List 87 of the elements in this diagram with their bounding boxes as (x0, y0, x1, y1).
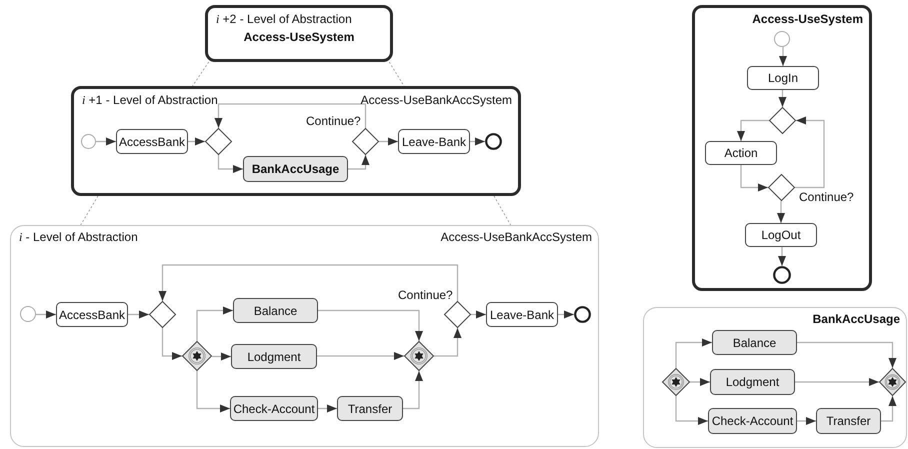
start-event-circle (774, 31, 790, 47)
connector-arrow (188, 138, 205, 146)
decision-label: Continue? (398, 288, 453, 302)
connector-arrow (403, 371, 423, 410)
decision-label: Continue? (306, 114, 361, 128)
zoom-guide-line (192, 62, 210, 86)
connector-arrow (675, 338, 712, 368)
panel-title: Access-UseSystem (752, 12, 863, 26)
end-event-circle (773, 266, 791, 284)
zoom-guide-line (494, 196, 512, 226)
activity-box: Check-Account (230, 396, 318, 421)
activity-box: Balance (233, 298, 318, 323)
level-panel (71, 86, 521, 196)
activity-box: Action (705, 141, 777, 165)
decision-diamond (352, 128, 379, 155)
activity-box: Leave-Bank (398, 129, 470, 154)
decision-diamond (205, 128, 232, 155)
panel-title: BankAccUsage (812, 312, 900, 326)
connector-arrow (779, 47, 787, 66)
connector-arrow (196, 306, 233, 341)
activity-box: LogIn (747, 66, 819, 90)
decision-diamond (149, 301, 176, 328)
connector-arrow (162, 328, 182, 360)
end-event-circle (574, 306, 591, 323)
connector-arrow (379, 138, 398, 146)
connector-arrow (212, 352, 231, 360)
panel-title: Access-UseSystem (242, 30, 356, 44)
connector-arrow (158, 264, 458, 301)
start-event-circle (81, 134, 96, 149)
connector-arrow (690, 378, 710, 386)
activity-box: AccessBank (56, 302, 128, 327)
decision-diamond (769, 107, 796, 134)
gateway-diamond (879, 368, 906, 396)
activity-box: Transfer (816, 408, 881, 434)
connector-arrow (795, 116, 825, 188)
activity-box: Leave-Bank (486, 302, 558, 327)
activity-box: LogOut (745, 223, 817, 247)
zoom-guide-line (80, 196, 98, 226)
activity-box: Check-Account (708, 408, 797, 434)
connector-arrow (558, 310, 574, 318)
decision-diamond (768, 174, 795, 201)
panel-heading: i +2 - Level of Abstraction (216, 12, 352, 27)
level-panel (205, 5, 393, 62)
connector-arrow (317, 352, 404, 360)
connector-arrow (470, 138, 485, 146)
connector-arrow (778, 247, 786, 266)
connector-arrow (128, 310, 149, 318)
connector-arrow (740, 165, 768, 192)
connector-arrow (675, 396, 708, 425)
level-panel (692, 5, 872, 291)
connector-arrow (778, 90, 786, 107)
connector-arrow (797, 342, 896, 368)
connector-arrow (196, 371, 230, 412)
connector-arrow (795, 378, 879, 386)
decision-diamond (444, 301, 471, 328)
connector-arrow (96, 138, 116, 146)
level-panel (643, 307, 907, 448)
connector-arrow (318, 404, 337, 412)
activity-box: AccessBank (116, 129, 188, 154)
connector-arrow (737, 120, 769, 141)
panel-heading: Access-UseBankAccSystem (440, 230, 592, 244)
gateway-diamond (182, 341, 212, 371)
panel-heading: i +1 - Level of Abstraction (82, 93, 218, 108)
level-panel (10, 225, 599, 447)
start-event-circle (20, 306, 36, 322)
gateway-diamond (662, 368, 690, 396)
activity-box: Transfer (337, 396, 403, 421)
connector-arrow (797, 417, 816, 425)
panel-heading: Access-UseBankAccSystem (360, 93, 512, 107)
activity-box: Balance (712, 330, 797, 355)
connector-arrow (318, 310, 423, 341)
connector-arrow (471, 310, 486, 318)
connector-arrow (881, 396, 896, 422)
end-event-circle (485, 133, 502, 150)
activity-box: Lodgment (710, 369, 795, 395)
connector-arrow (36, 310, 56, 318)
connector-arrow (218, 155, 243, 173)
connector-arrow (348, 155, 370, 170)
activity-box: BankAccUsage (243, 156, 348, 182)
gateway-diamond (404, 341, 434, 371)
panel-heading: i - Level of Abstraction (19, 230, 138, 245)
activity-box: Lodgment (231, 344, 317, 369)
connector-arrow (777, 201, 785, 223)
connector-arrow (214, 103, 366, 128)
connector-arrow (434, 328, 462, 357)
decision-label: Continue? (799, 190, 854, 204)
zoom-guide-line (388, 62, 404, 86)
